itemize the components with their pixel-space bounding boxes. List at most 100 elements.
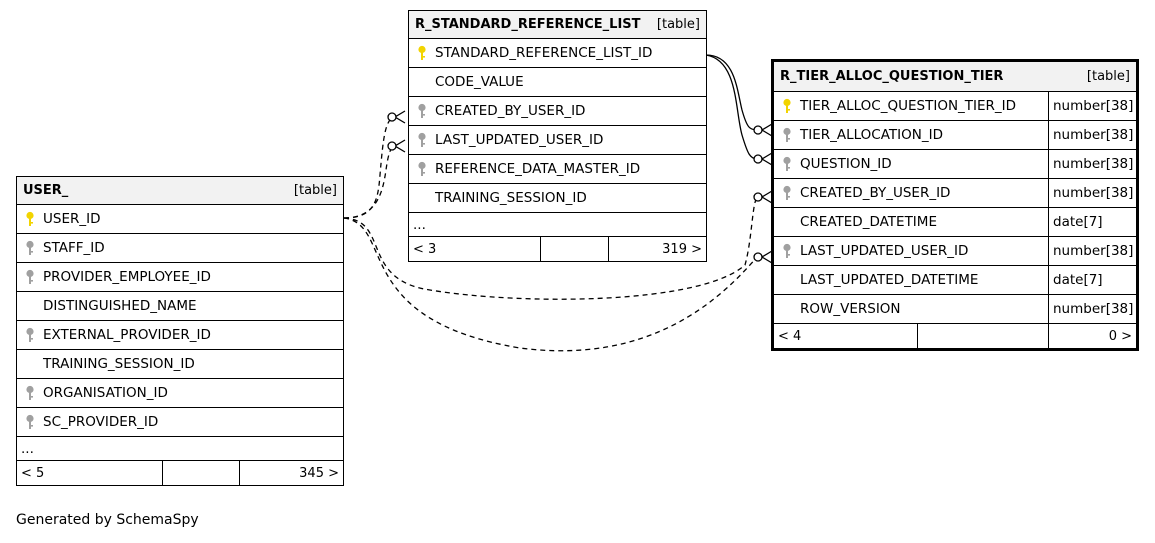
column-type: number[38] xyxy=(1048,121,1136,149)
column-name: QUESTION_ID xyxy=(800,156,892,172)
column-row[interactable]: LAST_UPDATED_USER_ID number[38] xyxy=(774,237,1136,266)
foreign-key-icon xyxy=(409,103,435,119)
column-name: TIER_ALLOCATION_ID xyxy=(800,127,944,143)
column-name: STAFF_ID xyxy=(43,240,105,256)
table-kind: [table] xyxy=(656,17,700,32)
table-name: R_STANDARD_REFERENCE_LIST xyxy=(415,17,641,32)
column-name: REFERENCE_DATA_MASTER_ID xyxy=(435,161,641,177)
foreign-key-icon xyxy=(409,132,435,148)
table-footer: < 4 0 > xyxy=(774,324,1136,348)
column-row[interactable]: TIER_ALLOC_QUESTION_TIER_ID number[38] xyxy=(774,92,1136,121)
link-user-tier-updated xyxy=(343,217,758,352)
column-row[interactable]: PROVIDER_EMPLOYEE_ID xyxy=(17,263,343,292)
column-name: SC_PROVIDER_ID xyxy=(43,414,159,430)
table-user[interactable]: USER_ [table] USER_ID STAFF_ID PROVIDER_EM… xyxy=(16,176,344,486)
column-type: date[7] xyxy=(1048,266,1136,294)
column-row[interactable]: LAST_UPDATED_DATETIME date[7] xyxy=(774,266,1136,295)
column-row[interactable]: CREATED_BY_USER_ID number[38] xyxy=(774,179,1136,208)
table-footer: < 3 319 > xyxy=(409,237,706,261)
foreign-key-icon xyxy=(17,269,43,285)
primary-key-icon xyxy=(409,45,435,61)
column-name: USER_ID xyxy=(43,211,101,227)
more-columns[interactable]: ... xyxy=(17,437,343,461)
column-row[interactable]: STAFF_ID xyxy=(17,234,343,263)
parents-count[interactable]: < 5 xyxy=(17,461,163,485)
column-name: LAST_UPDATED_USER_ID xyxy=(800,243,969,259)
table-kind: [table] xyxy=(1086,69,1130,84)
column-row[interactable]: SC_PROVIDER_ID xyxy=(17,408,343,437)
primary-key-icon xyxy=(774,98,800,114)
table-r-standard-reference-list[interactable]: R_STANDARD_REFERENCE_LIST [table] STANDA… xyxy=(408,10,707,262)
foreign-key-icon xyxy=(17,240,43,256)
link-user-ref-updated xyxy=(343,145,396,219)
column-type: date[7] xyxy=(1048,208,1136,236)
children-count[interactable]: 345 > xyxy=(299,465,339,481)
parents-count[interactable]: < 4 xyxy=(774,324,918,348)
parents-count[interactable]: < 3 xyxy=(409,237,541,261)
table-name: USER_ xyxy=(23,183,69,198)
foreign-key-icon xyxy=(774,156,800,172)
column-row[interactable]: CREATED_DATETIME date[7] xyxy=(774,208,1136,237)
column-row[interactable]: LAST_UPDATED_USER_ID xyxy=(409,126,706,155)
table-header: R_TIER_ALLOC_QUESTION_TIER [table] xyxy=(774,62,1136,92)
column-row[interactable]: TRAINING_SESSION_ID xyxy=(409,184,706,213)
column-name: CREATED_BY_USER_ID xyxy=(800,185,951,201)
column-type: number[38] xyxy=(1048,92,1136,120)
column-row[interactable]: TIER_ALLOCATION_ID number[38] xyxy=(774,121,1136,150)
generated-by-label: Generated by SchemaSpy xyxy=(16,512,199,528)
table-name: R_TIER_ALLOC_QUESTION_TIER xyxy=(780,69,1004,84)
footer-middle xyxy=(541,237,609,261)
column-row[interactable]: USER_ID xyxy=(17,205,343,234)
children-count[interactable]: 319 > xyxy=(662,241,702,257)
column-row[interactable]: CODE_VALUE xyxy=(409,68,706,97)
table-header: R_STANDARD_REFERENCE_LIST [table] xyxy=(409,11,706,39)
column-name: TRAINING_SESSION_ID xyxy=(43,356,195,372)
children-count[interactable]: 0 > xyxy=(1108,328,1132,344)
link-ref-tier-alloc xyxy=(705,54,758,131)
foreign-key-icon xyxy=(774,127,800,143)
column-name: DISTINGUISHED_NAME xyxy=(43,298,197,314)
column-name: TIER_ALLOC_QUESTION_TIER_ID xyxy=(800,98,1017,114)
primary-key-icon xyxy=(17,211,43,227)
footer-middle xyxy=(918,324,1049,348)
foreign-key-icon xyxy=(17,327,43,343)
column-row[interactable]: TRAINING_SESSION_ID xyxy=(17,350,343,379)
column-type: number[38] xyxy=(1048,150,1136,178)
column-name: TRAINING_SESSION_ID xyxy=(435,190,587,206)
column-name: ROW_VERSION xyxy=(800,301,901,317)
column-name: CODE_VALUE xyxy=(435,74,524,90)
foreign-key-icon xyxy=(17,385,43,401)
column-list: USER_ID STAFF_ID PROVIDER_EMPLOYEE_ID DISTI… xyxy=(17,205,343,437)
foreign-key-icon xyxy=(774,185,800,201)
footer-middle xyxy=(163,461,240,485)
column-name: ORGANISATION_ID xyxy=(43,385,168,401)
column-row[interactable]: STANDARD_REFERENCE_LIST_ID xyxy=(409,39,706,68)
column-row[interactable]: ORGANISATION_ID xyxy=(17,379,343,408)
table-footer: < 5 345 > xyxy=(17,461,343,485)
column-name: LAST_UPDATED_DATETIME xyxy=(800,272,979,288)
column-row[interactable]: REFERENCE_DATA_MASTER_ID xyxy=(409,155,706,184)
column-name: EXTERNAL_PROVIDER_ID xyxy=(43,327,211,343)
column-row[interactable]: CREATED_BY_USER_ID xyxy=(409,97,706,126)
link-ref-tier-question xyxy=(705,54,758,160)
more-columns[interactable]: ... xyxy=(409,213,706,237)
column-row[interactable]: ROW_VERSION number[38] xyxy=(774,295,1136,324)
foreign-key-icon xyxy=(774,243,800,259)
column-name: CREATED_BY_USER_ID xyxy=(435,103,586,119)
column-name: PROVIDER_EMPLOYEE_ID xyxy=(43,269,211,285)
table-kind: [table] xyxy=(293,183,337,198)
column-name: LAST_UPDATED_USER_ID xyxy=(435,132,604,148)
column-row[interactable]: EXTERNAL_PROVIDER_ID xyxy=(17,321,343,350)
column-type: number[38] xyxy=(1048,179,1136,207)
table-r-tier-alloc-question-tier[interactable]: R_TIER_ALLOC_QUESTION_TIER [table] TIER_… xyxy=(771,59,1139,351)
column-type: number[38] xyxy=(1048,237,1136,265)
table-header: USER_ [table] xyxy=(17,177,343,205)
column-type: number[38] xyxy=(1048,295,1136,323)
link-user-tier-created xyxy=(343,196,758,300)
column-name: CREATED_DATETIME xyxy=(800,214,937,230)
column-name: STANDARD_REFERENCE_LIST_ID xyxy=(435,45,653,61)
column-row[interactable]: DISTINGUISHED_NAME xyxy=(17,292,343,321)
column-row[interactable]: QUESTION_ID number[38] xyxy=(774,150,1136,179)
